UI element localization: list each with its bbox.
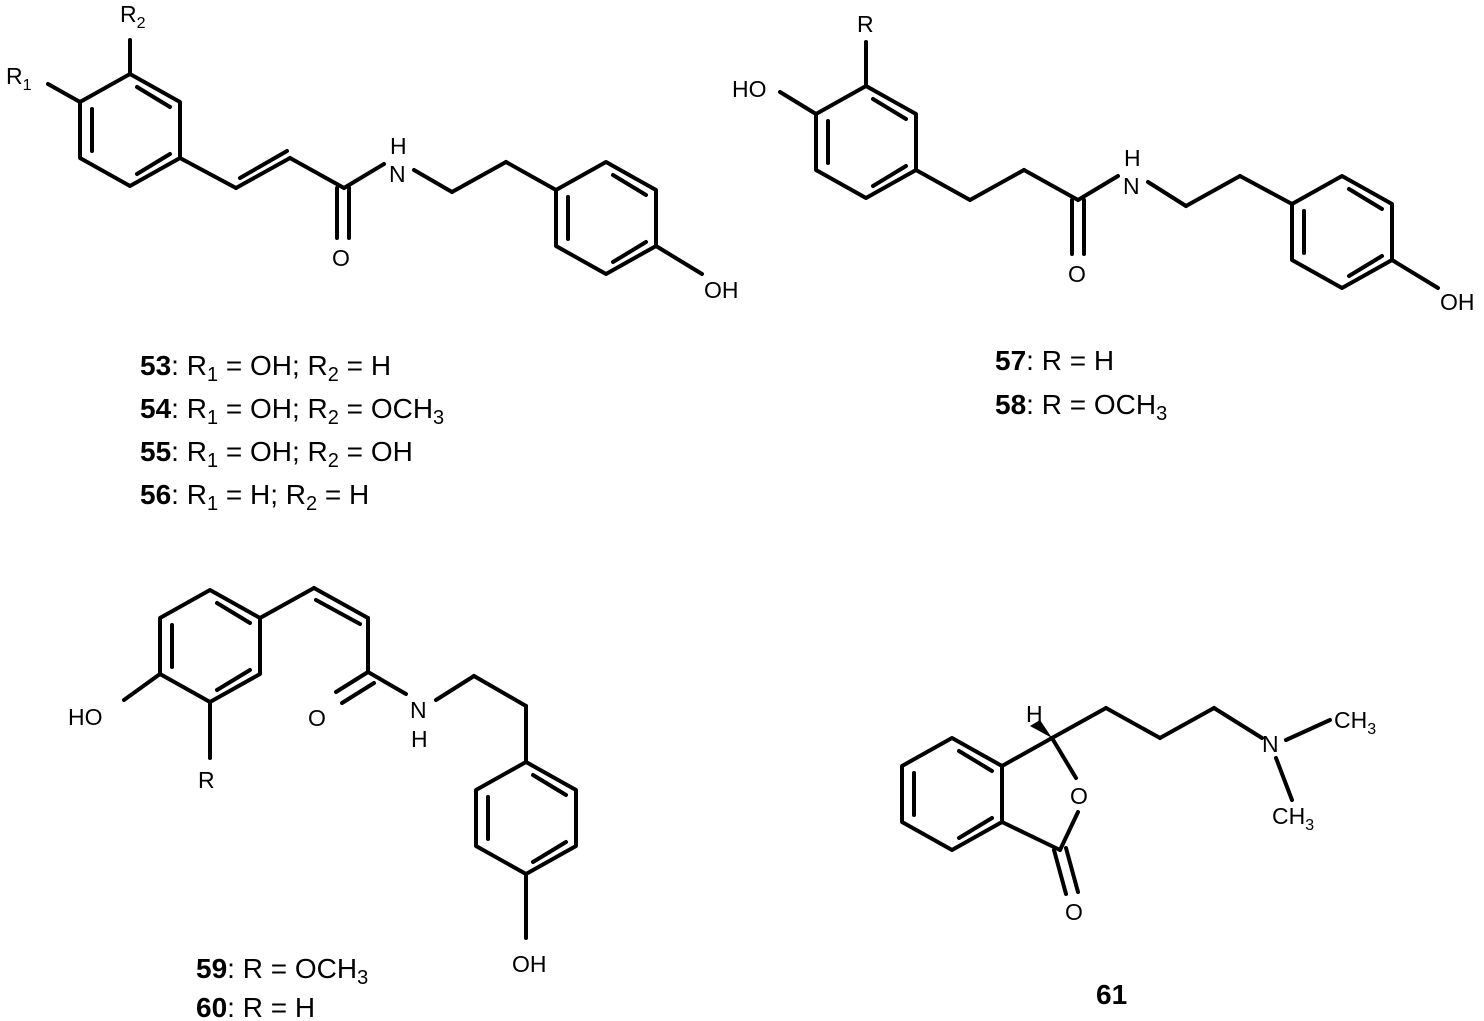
captions-57-58: 57: R = H 58: R = OCH3	[995, 345, 1167, 425]
caption-59: 59: R = OCH3	[196, 953, 368, 989]
atom-labels-61: H O O N CH3 CH3	[1026, 701, 1376, 925]
atom-r1-label: R1	[6, 63, 32, 94]
atom-ch3-bottom-label: CH3	[1272, 803, 1314, 834]
atom-nh-h-label: H	[411, 726, 428, 752]
caption-61: 61	[1096, 979, 1127, 1010]
structure-57-58: R HO H N O OH 57: R = H 58: R = OCH3	[732, 11, 1475, 425]
atom-r2-label: R2	[120, 1, 146, 32]
stereo-wedge	[1030, 720, 1052, 738]
bonds-61	[900, 706, 1332, 896]
atom-carbonyl-o-label: O	[308, 705, 326, 731]
atom-r-label: R	[198, 767, 215, 793]
caption-55: 55: R1 = OH; R2 = OH	[140, 436, 413, 472]
caption-54: 54: R1 = OH; R2 = OCH3	[140, 393, 444, 429]
atom-nh-h-label: H	[390, 133, 407, 159]
caption-58: 58: R = OCH3	[995, 389, 1167, 425]
atom-carbonyl-o-label: O	[1065, 899, 1083, 925]
atom-labels-57-58: R HO H N O OH	[732, 11, 1475, 315]
bonds-59-60	[122, 586, 578, 940]
caption-57: 57: R = H	[995, 345, 1114, 376]
bonds-53-56	[46, 38, 704, 276]
caption-60: 60: R = H	[196, 992, 315, 1021]
atom-nh-h-label: H	[1124, 145, 1141, 171]
structure-59-60: HO R O N H OH 59: R = OCH3 60: R = H	[68, 586, 578, 1021]
atom-ring-o-label: O	[1070, 783, 1088, 809]
atom-oh-label: OH	[1440, 289, 1475, 315]
atom-n-label: N	[1262, 731, 1279, 757]
captions-53-56: 53: R1 = OH; R2 = H 54: R1 = OH; R2 = OC…	[140, 350, 444, 515]
atom-oh-label: OH	[704, 277, 739, 303]
atom-carbonyl-o-label: O	[1068, 261, 1086, 287]
structure-53-56: R2 R1 H N O OH 53: R1 = OH; R2 = H 54: R…	[6, 1, 739, 515]
atom-ho-label: HO	[68, 704, 103, 730]
atom-oh-label: OH	[512, 951, 547, 977]
atom-r-label: R	[857, 11, 874, 37]
atom-ho-label: HO	[732, 76, 767, 102]
atom-labels-59-60: HO R O N H OH	[68, 697, 547, 977]
atom-labels-53-56: R2 R1 H N O OH	[6, 1, 739, 303]
atom-h-label: H	[1026, 701, 1043, 727]
captions-59-60: 59: R = OCH3 60: R = H	[196, 953, 368, 1021]
bonds-57-58	[778, 40, 1440, 290]
atom-amide-n-label: N	[1123, 173, 1140, 199]
atom-carbonyl-o-label: O	[332, 245, 350, 271]
atom-amide-n-label: N	[389, 161, 406, 187]
caption-53: 53: R1 = OH; R2 = H	[140, 350, 391, 386]
atom-amide-n-label: N	[410, 697, 427, 723]
caption-56: 56: R1 = H; R2 = H	[140, 479, 369, 515]
structure-61: H O O N CH3 CH3 61	[900, 701, 1376, 1010]
atom-ch3-top-label: CH3	[1334, 707, 1376, 738]
